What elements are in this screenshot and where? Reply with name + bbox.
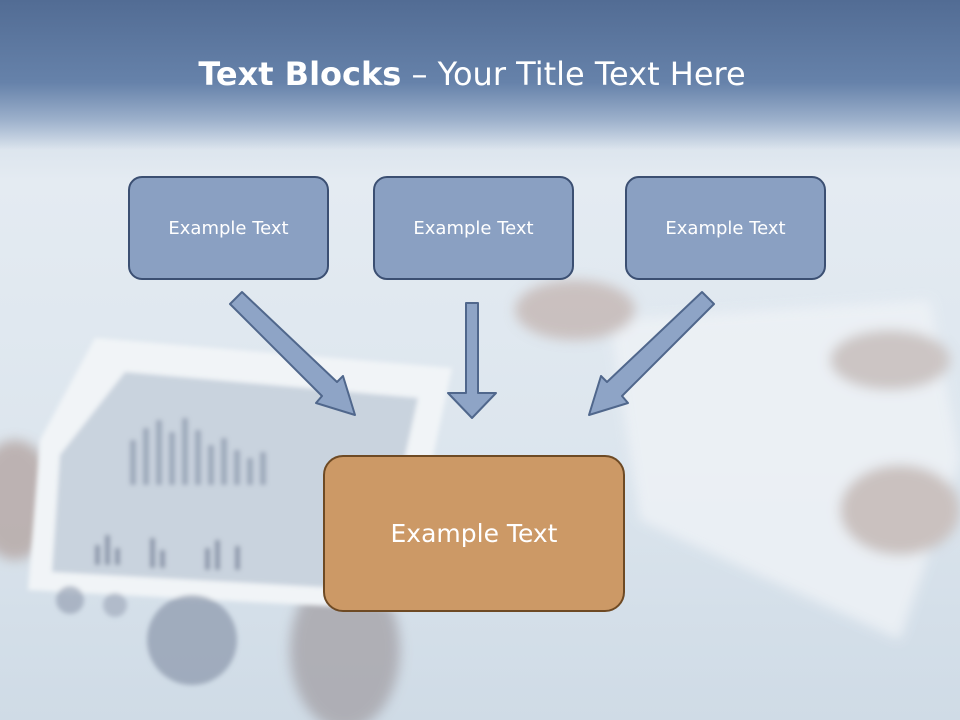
arrow-down-left-icon	[588, 291, 715, 416]
text-block-label: Example Text	[413, 217, 534, 239]
text-block-label: Example Text	[168, 217, 289, 239]
text-block-top-left: Example Text	[128, 176, 329, 280]
text-block-label: Example Text	[390, 519, 558, 548]
title-bold-part: Text Blocks	[198, 55, 402, 93]
text-block-top-right: Example Text	[625, 176, 826, 280]
title-rest-part: Your Title Text Here	[437, 55, 746, 93]
text-block-top-center: Example Text	[373, 176, 574, 280]
title-separator: –	[411, 55, 428, 93]
text-block-label: Example Text	[665, 217, 786, 239]
arrow-down-right-icon	[229, 291, 356, 416]
title-band	[0, 0, 960, 150]
arrow-down-icon	[447, 302, 497, 419]
text-block-bottom: Example Text	[323, 455, 625, 612]
slide-title: Text Blocks – Your Title Text Here	[0, 52, 944, 96]
